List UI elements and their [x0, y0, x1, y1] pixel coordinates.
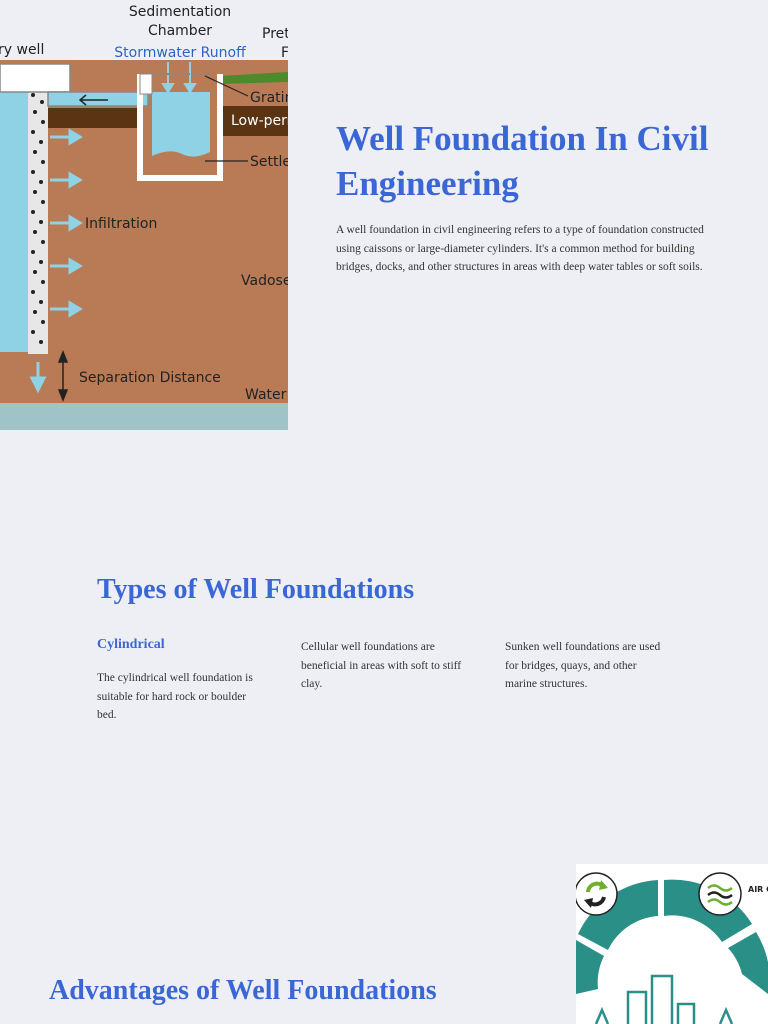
type-text-cylindrical: The cylindrical well foundation is suita… [97, 672, 253, 721]
gravel-base [0, 403, 288, 430]
type-text-cellular: Cellular well foundations are beneficial… [301, 641, 462, 690]
label-stormwater: Stormwater Runoff [114, 45, 246, 61]
gravel-column [28, 84, 48, 354]
ring-segment [578, 880, 658, 950]
air-quality-infographic: AIR C [576, 864, 768, 1024]
sedimentation-chamber [137, 74, 223, 181]
dry-well-water [0, 92, 30, 352]
ring-segment [728, 932, 768, 994]
label-separation: Separation Distance [79, 370, 221, 386]
label-vadose: Vadose [241, 273, 288, 289]
type-text-sunken: Sunken well foundations are used for bri… [505, 641, 661, 690]
city-skyline-icon [594, 974, 734, 1024]
advantages-section-title: Advantages of Well Foundations [49, 975, 437, 1006]
grass-strip [220, 72, 288, 84]
label-water-table: Water T [245, 387, 288, 403]
hero-description: A well foundation in civil engineering r… [336, 224, 704, 273]
label-settle: Settle [250, 154, 288, 170]
recycle-icon [576, 872, 618, 916]
inlet-pipe [47, 91, 149, 107]
label-pretreatment-2: F [281, 45, 288, 61]
ring-segment [576, 940, 604, 994]
label-grating: Gratin [250, 90, 288, 106]
label-sedimentation: Sedimentation [129, 4, 231, 20]
type-heading-cylindrical: Cylindrical [97, 637, 165, 652]
label-chamber: Chamber [148, 23, 212, 39]
air-quality-label: AIR C [748, 885, 768, 894]
label-pretreatment: Pret [262, 26, 288, 42]
label-infiltration: Infiltration [85, 216, 157, 232]
label-dry-well: ry well [0, 42, 44, 58]
label-low-permeability: Low-perr [231, 113, 288, 129]
low-permeability-band [220, 106, 288, 136]
types-section-title: Types of Well Foundations [97, 574, 415, 605]
well-foundation-diagram: Sedimentation Chamber ry well Pret F Sto… [0, 4, 288, 430]
page-title: Well Foundation In Civil Engineering [336, 119, 709, 203]
air-waves-icon [698, 872, 742, 916]
